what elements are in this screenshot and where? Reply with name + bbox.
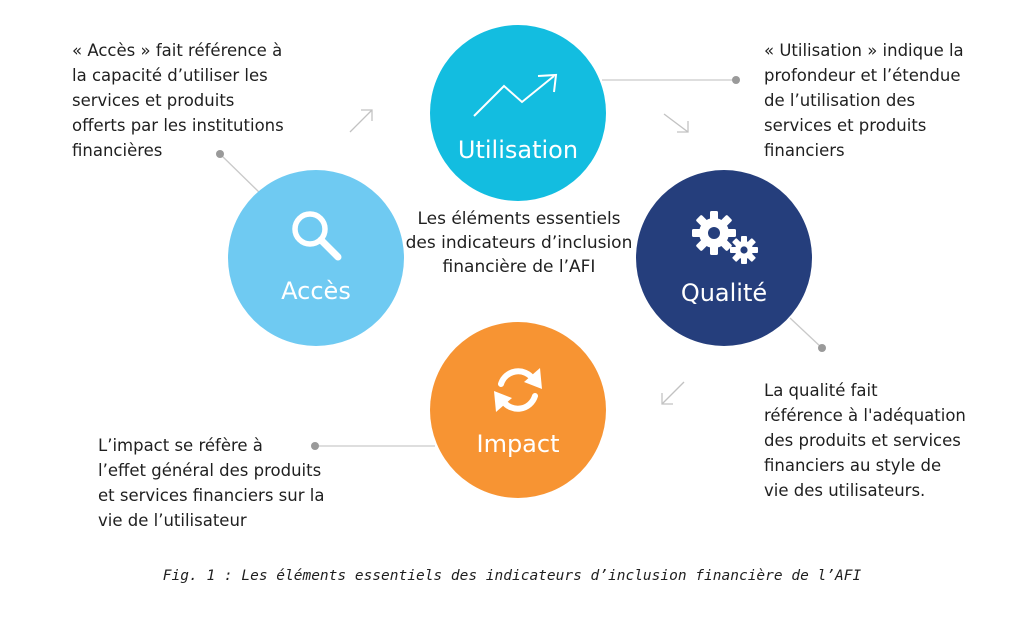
flow-arrow-qualite-to-impact-icon xyxy=(661,381,685,405)
connector-dot-acces xyxy=(216,150,224,158)
description-impact: L’impact se réfère à l’effet général des… xyxy=(98,433,324,533)
description-line: services et produits xyxy=(764,116,927,135)
refresh-cycle-icon xyxy=(494,368,542,412)
description-utilisation: « Utilisation » indique la profondeur et… xyxy=(764,38,964,163)
flow-arrow-acces-to-utilisation-icon xyxy=(349,109,373,133)
description-line: la capacité d’utiliser les xyxy=(72,66,268,85)
description-line: l’effet général des produits xyxy=(98,461,322,480)
description-line: « Utilisation » indique la xyxy=(764,41,964,60)
description-line: financières xyxy=(72,141,163,160)
node-impact: Impact xyxy=(430,322,606,498)
node-label-acces: Accès xyxy=(281,277,351,305)
description-line: financiers au style de xyxy=(764,456,942,475)
description-line: profondeur et l’étendue xyxy=(764,66,961,85)
connector-dots xyxy=(216,76,826,450)
magnifier-search-icon xyxy=(292,211,342,261)
connector-lines xyxy=(219,79,823,447)
figure-caption: Fig. 1 : Les éléments essentiels des ind… xyxy=(162,568,862,584)
description-acces: « Accès » fait référence à la capacité d… xyxy=(72,38,284,163)
description-line: La qualité fait xyxy=(764,381,878,400)
node-qualite: Qualité xyxy=(636,170,812,346)
connector-dot-impact xyxy=(311,442,319,450)
connector-dot-utilisation xyxy=(732,76,740,84)
node-label-utilisation: Utilisation xyxy=(457,136,579,164)
node-label-qualite: Qualité xyxy=(680,279,768,307)
description-line: vie des utilisateurs. xyxy=(764,481,926,500)
description-line: de l’utilisation des xyxy=(764,91,916,110)
description-line: « Accès » fait référence à xyxy=(72,41,283,60)
flow-arrows xyxy=(349,109,689,405)
description-line: des produits et services xyxy=(764,431,961,450)
description-line: et services financiers sur la xyxy=(98,486,325,505)
connector-line-qualite xyxy=(789,317,823,349)
node-label-impact: Impact xyxy=(476,430,560,458)
description-line: L’impact se réfère à xyxy=(98,436,263,455)
connector-line-acces xyxy=(219,153,263,196)
node-acces: Accès xyxy=(228,170,404,346)
gears-icon xyxy=(692,211,758,264)
description-qualite: La qualité fait référence à l'adéquation… xyxy=(764,378,966,503)
description-line: financiers xyxy=(764,141,845,160)
description-line: vie de l’utilisateur xyxy=(98,511,247,530)
description-line: services et produits xyxy=(72,91,235,110)
trend-up-arrow-icon xyxy=(473,73,558,117)
connector-dot-qualite xyxy=(818,344,826,352)
node-utilisation: Utilisation xyxy=(430,25,606,201)
flow-arrow-utilisation-to-qualite-icon xyxy=(663,113,689,133)
center-title: Les éléments essentiels des indicateurs … xyxy=(405,209,633,277)
description-line: offerts par les institutions xyxy=(72,116,284,135)
description-line: référence à l'adéquation xyxy=(764,406,966,425)
